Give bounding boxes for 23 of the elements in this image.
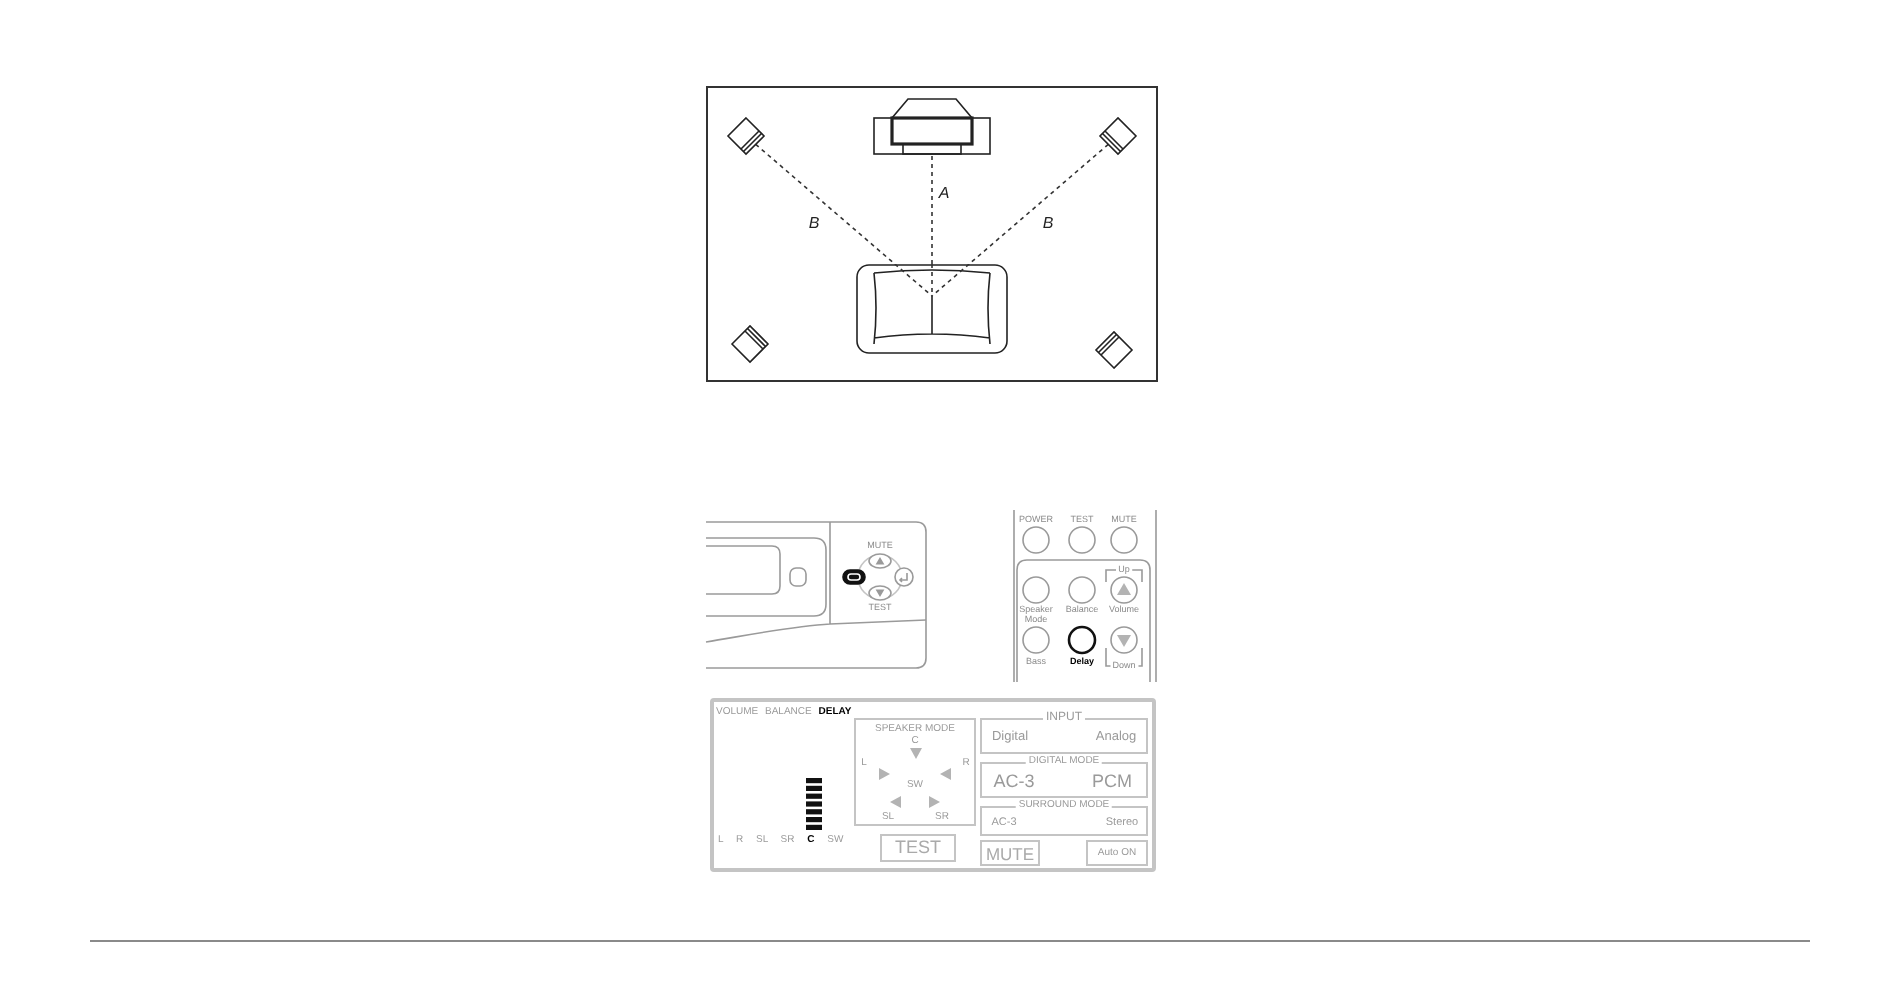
speaker-icon xyxy=(1098,116,1138,156)
option-label: AC-3 xyxy=(993,773,1035,791)
indicator-box xyxy=(980,840,1040,866)
speaker-icon xyxy=(726,116,766,156)
dashed-line xyxy=(931,155,933,265)
edge-label: B xyxy=(806,216,822,232)
dashed-line xyxy=(754,143,896,265)
option-box xyxy=(980,762,1148,798)
speaker-icon xyxy=(730,324,770,364)
speaker-icon xyxy=(1094,330,1134,370)
option-box xyxy=(980,806,1148,836)
speaker-mode-panel xyxy=(854,718,976,826)
indicator-label: TEST xyxy=(895,839,941,857)
edge-label: B xyxy=(1040,216,1056,232)
indicator-box xyxy=(1086,840,1148,866)
indicator-label: MUTE xyxy=(985,844,1035,862)
dashed-line xyxy=(968,143,1110,265)
indicator-box xyxy=(880,834,956,862)
edge-label: A xyxy=(936,186,952,202)
display-panel xyxy=(710,698,1156,872)
sofa-drawing xyxy=(856,264,1008,354)
option-label: PCM xyxy=(1092,773,1132,791)
tv-drawing xyxy=(872,96,992,156)
